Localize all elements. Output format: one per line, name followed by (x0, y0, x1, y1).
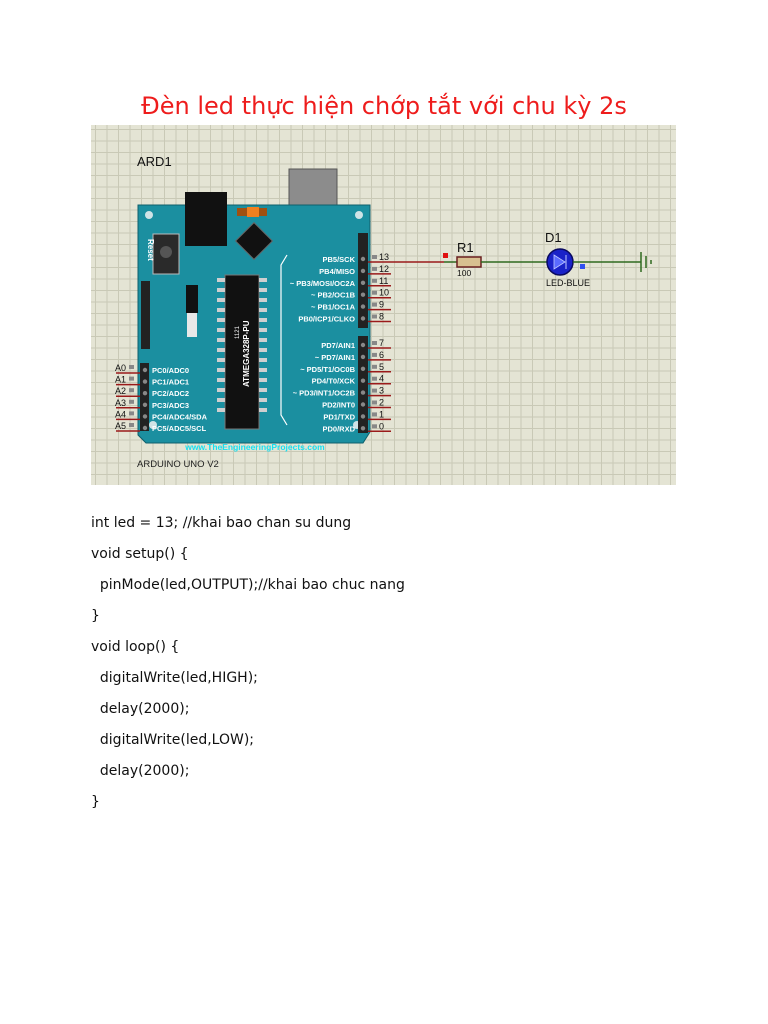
digital-pin-label: ~ PB1/OC1A (311, 303, 356, 312)
analog-pin-label: PC1/ADC1 (152, 378, 189, 387)
digital-pin-num: 7 (379, 338, 384, 348)
code-line: void loop() { (91, 639, 180, 655)
regulator (186, 285, 198, 313)
usb-chip (234, 221, 274, 261)
website-label: www.TheEngineeringProjects.com (184, 442, 325, 452)
digital-pin-num: 11 (379, 276, 388, 286)
code-block: int led = 13; //khai bao chan su dung voi… (91, 512, 405, 822)
digital-pin-label: PB0/ICP1/CLKO (298, 315, 355, 324)
analog-pin-ext: A1 (115, 375, 126, 385)
digital-pin-num: 12 (379, 264, 389, 274)
analog-pin-label: PC5/ADC5/SCL (152, 424, 207, 433)
analog-pin-label: PC3/ADC3 (152, 401, 189, 410)
code-line: delay(2000); (91, 701, 190, 717)
digital-pin-num: 1 (379, 409, 384, 419)
digital-pin-label: PB4/MISO (319, 267, 355, 276)
digital-pin-label: PB5/SCK (322, 255, 355, 264)
digital-header-bottom (358, 336, 368, 433)
analog-header (140, 363, 149, 431)
board-ref: ARD1 (137, 154, 172, 169)
code-line: int led = 13; //khai bao chan su dung (91, 515, 352, 531)
digital-pin-num: 6 (379, 350, 384, 360)
digital-pin-label: PD0/RXD (322, 424, 355, 433)
code-line: } (91, 608, 100, 624)
digital-pin-label: PD7/AIN1 (321, 341, 355, 350)
chip-code: 1121 (235, 325, 241, 339)
digital-pin-num: 10 (379, 288, 389, 298)
analog-pin-label: PC2/ADC2 (152, 389, 189, 398)
digital-pin-label: ~ PD5/T1/OC0B (300, 365, 355, 374)
chip-pins (217, 278, 267, 412)
digital-pin-label: ~ PB2/OC1B (311, 291, 356, 300)
digital-pin-label: PD2/INT0 (322, 401, 355, 410)
digital-pin-label: PD1/TXD (323, 412, 355, 421)
analog-pin-ext: A4 (115, 409, 126, 419)
analog-pin-ext: A3 (115, 398, 126, 408)
digital-pin-label: ~ PB3/MOSI/OC2A (290, 279, 356, 288)
analog-pin-ext: A0 (115, 363, 126, 373)
ground-symbol (640, 252, 652, 272)
code-line: void setup() { (91, 546, 189, 562)
analog-pin-label: PC0/ADC0 (152, 366, 189, 375)
digital-pin-num: 4 (379, 374, 384, 384)
code-line: digitalWrite(led,LOW); (91, 732, 255, 748)
code-line: delay(2000); (91, 763, 190, 779)
code-line: } (91, 794, 100, 810)
resistor-ref: R1 (457, 240, 474, 255)
digital-pin-label: ~ PD7/AIN1 (315, 353, 355, 362)
analog-pin-ext: A5 (115, 421, 126, 431)
led-ref: D1 (545, 230, 562, 245)
digital-pin-num: 3 (379, 386, 384, 396)
analog-pin-ext: A2 (115, 386, 126, 396)
digital-pin-label: ~ PD3/INT1/OC2B (293, 389, 356, 398)
code-line: pinMode(led,OUTPUT);//khai bao chuc nang (91, 577, 405, 593)
code-line: digitalWrite(led,HIGH); (91, 670, 258, 686)
digital-header-top (358, 233, 368, 328)
reset-label: Reset (146, 239, 155, 261)
digital-pin-num: 13 (379, 252, 389, 262)
resistor-value: 100 (457, 268, 471, 278)
digital-pin-num: 5 (379, 362, 384, 372)
analog-pin-label: PC4/ADC4/SDA (152, 412, 208, 421)
digital-pin-label: PD4/T0/XCK (312, 377, 356, 386)
resistor (456, 256, 482, 268)
led-type: LED-BLUE (546, 278, 590, 288)
power-jack (185, 192, 227, 246)
page-title: Đèn led thực hiện chớp tắt với chu kỳ 2s (141, 92, 627, 120)
digital-pin-num: 2 (379, 398, 384, 408)
power-header (141, 281, 150, 349)
digital-pin-num: 0 (379, 421, 384, 431)
digital-pin-num: 9 (379, 300, 384, 310)
digital-pin-num: 8 (379, 312, 384, 322)
board-model: ARDUINO UNO V2 (137, 459, 219, 470)
chip-label: ATMEGA328P-PU (242, 320, 251, 387)
